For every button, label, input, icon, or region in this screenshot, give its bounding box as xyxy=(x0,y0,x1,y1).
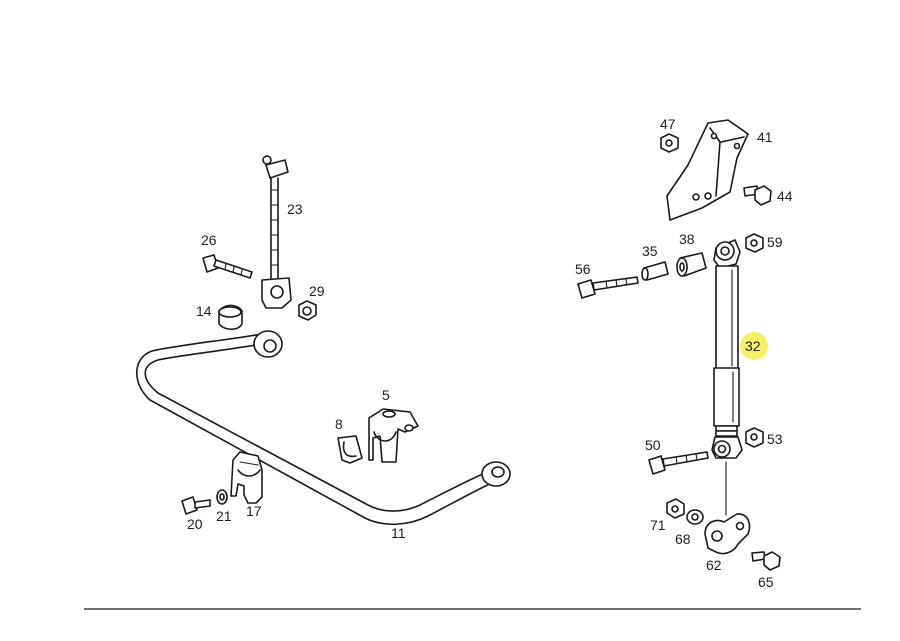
bolt-26[interactable] xyxy=(202,254,253,279)
bolt-50[interactable] xyxy=(648,451,709,475)
label-32: 32 xyxy=(745,338,761,354)
nut-59[interactable] xyxy=(745,233,764,253)
label-17: 17 xyxy=(246,503,262,519)
highlight-marker xyxy=(740,332,768,360)
label-8: 8 xyxy=(335,416,343,432)
shock-absorber[interactable] xyxy=(711,239,743,459)
bracket-41[interactable] xyxy=(666,119,749,221)
label-11: 11 xyxy=(391,525,406,541)
label-14: 14 xyxy=(196,303,212,319)
label-29: 29 xyxy=(309,283,325,299)
bushing-8[interactable] xyxy=(337,435,363,464)
bolt-44[interactable] xyxy=(743,185,772,206)
label-35: 35 xyxy=(642,243,658,259)
link-rod[interactable] xyxy=(261,155,292,309)
rubber-mount-14[interactable] xyxy=(218,304,243,331)
sleeve-35[interactable] xyxy=(641,261,669,281)
washer-21[interactable] xyxy=(216,489,228,505)
nut-29[interactable] xyxy=(298,300,317,321)
label-71: 71 xyxy=(650,517,666,533)
label-23: 23 xyxy=(287,201,303,217)
label-53: 53 xyxy=(767,431,783,447)
label-38: 38 xyxy=(679,231,695,247)
label-68: 68 xyxy=(675,531,691,547)
clamp-17[interactable] xyxy=(230,451,263,504)
nut-53[interactable] xyxy=(745,427,764,448)
bolt-65[interactable] xyxy=(751,551,781,571)
nut-47[interactable] xyxy=(660,133,679,153)
label-47: 47 xyxy=(660,116,676,132)
label-44: 44 xyxy=(777,188,793,204)
label-56: 56 xyxy=(575,261,591,277)
clamp-5[interactable] xyxy=(368,408,419,463)
washer-68[interactable] xyxy=(686,509,704,525)
label-21: 21 xyxy=(216,508,232,524)
label-26: 26 xyxy=(201,232,217,248)
bolt-20[interactable] xyxy=(181,496,211,515)
bushing-38[interactable] xyxy=(676,252,707,277)
label-62: 62 xyxy=(706,557,722,573)
bolt-56[interactable] xyxy=(577,276,639,299)
bracket-62[interactable] xyxy=(704,513,751,555)
label-59: 59 xyxy=(767,234,783,250)
label-65: 65 xyxy=(758,574,774,590)
nut-71[interactable] xyxy=(666,498,685,519)
label-5: 5 xyxy=(382,387,390,403)
stabilizer-bar[interactable] xyxy=(136,330,511,526)
label-41: 41 xyxy=(757,129,773,145)
label-50: 50 xyxy=(645,437,661,453)
label-20: 20 xyxy=(187,516,203,532)
